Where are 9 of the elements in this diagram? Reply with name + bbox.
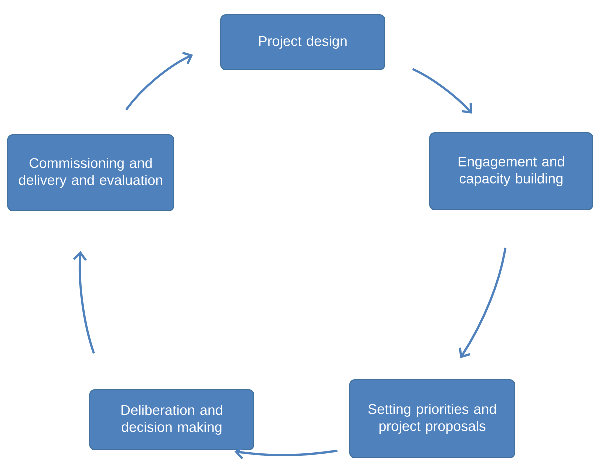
arrow — [459, 248, 507, 359]
arrow — [126, 52, 194, 111]
process-box: Commissioning and delivery and evaluation — [8, 134, 174, 212]
arrow — [412, 68, 472, 114]
process-box: Engagement and capacity building — [430, 132, 593, 210]
arrow — [73, 251, 96, 354]
process-box: Project design — [220, 14, 386, 70]
process-box: Setting priorities and project proposals — [350, 380, 516, 458]
process-box: Deliberation and decision making — [90, 390, 254, 450]
